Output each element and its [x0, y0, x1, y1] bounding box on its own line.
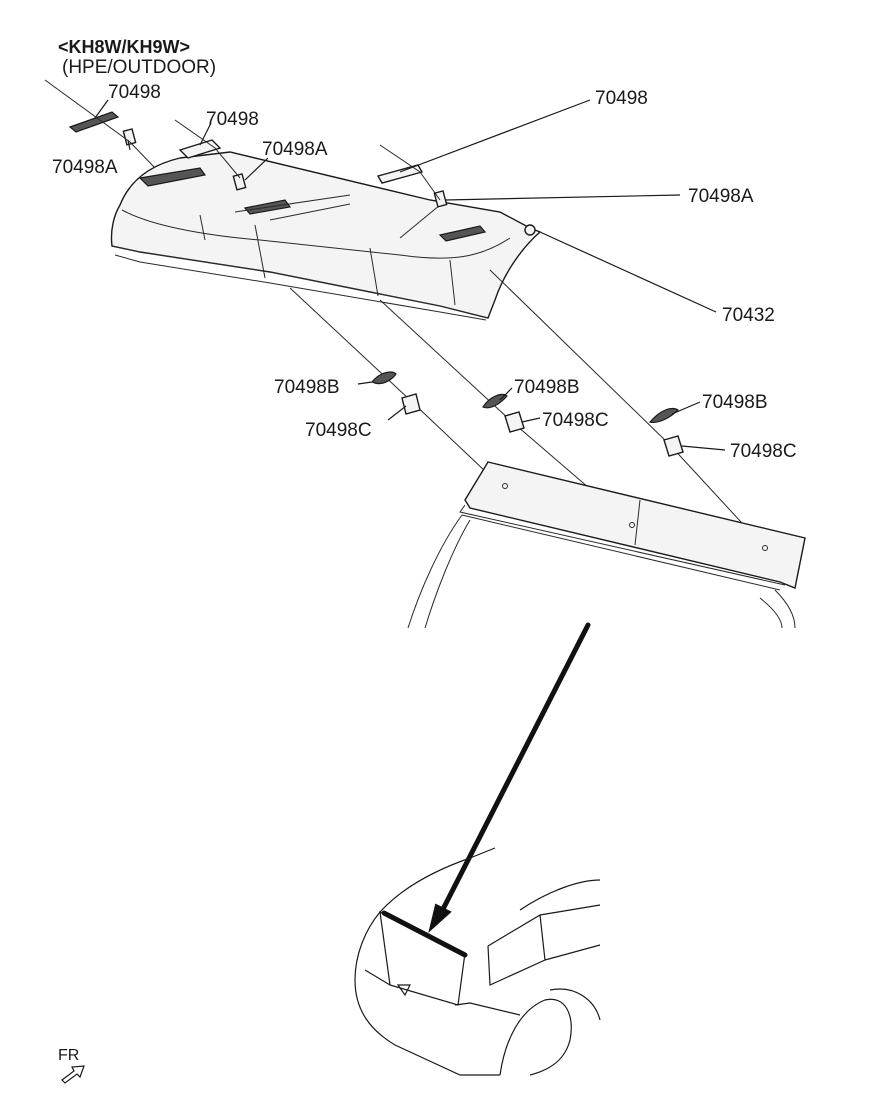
label-70498a-c: 70498A	[688, 186, 754, 207]
pad-70498b-right	[648, 407, 679, 423]
nut-70498c-right	[663, 435, 684, 457]
nut-70498c-left	[401, 393, 421, 415]
label-70498b-a: 70498B	[274, 377, 340, 398]
label-70498c-a: 70498C	[305, 420, 372, 441]
pad-70498b-mid	[482, 393, 508, 409]
clip-70498-left	[68, 111, 120, 133]
variant-header: (HPE/OUTDOOR)	[62, 57, 216, 78]
label-70498b-b: 70498B	[514, 377, 580, 398]
vehicle-rear-outline	[354, 847, 601, 1076]
label-70498-a: 70498	[108, 82, 161, 103]
nut-70498c-mid	[504, 411, 525, 433]
label-70498b-c: 70498B	[702, 392, 768, 413]
pad-70498b-left	[371, 371, 397, 385]
bolt-70498a-left	[122, 128, 137, 146]
label-70432: 70432	[722, 305, 775, 326]
label-70498c-b: 70498C	[542, 410, 609, 431]
front-arrow-icon	[61, 1065, 85, 1084]
label-70498-b: 70498	[206, 109, 259, 130]
bolt-70498a-right	[433, 190, 448, 208]
tailgate-section	[407, 461, 806, 629]
label-70498-c: 70498	[595, 88, 648, 109]
label-70498a-b: 70498A	[52, 157, 118, 178]
model-code-header: <KH8W/KH9W>	[58, 37, 190, 57]
label-70498a-a: 70498A	[262, 139, 328, 160]
label-70498c-c: 70498C	[730, 441, 797, 462]
location-arrow	[437, 622, 591, 918]
rear-spoiler-part	[110, 151, 542, 321]
clip-70498-right	[376, 164, 424, 184]
front-direction-label: FR	[58, 1047, 79, 1064]
